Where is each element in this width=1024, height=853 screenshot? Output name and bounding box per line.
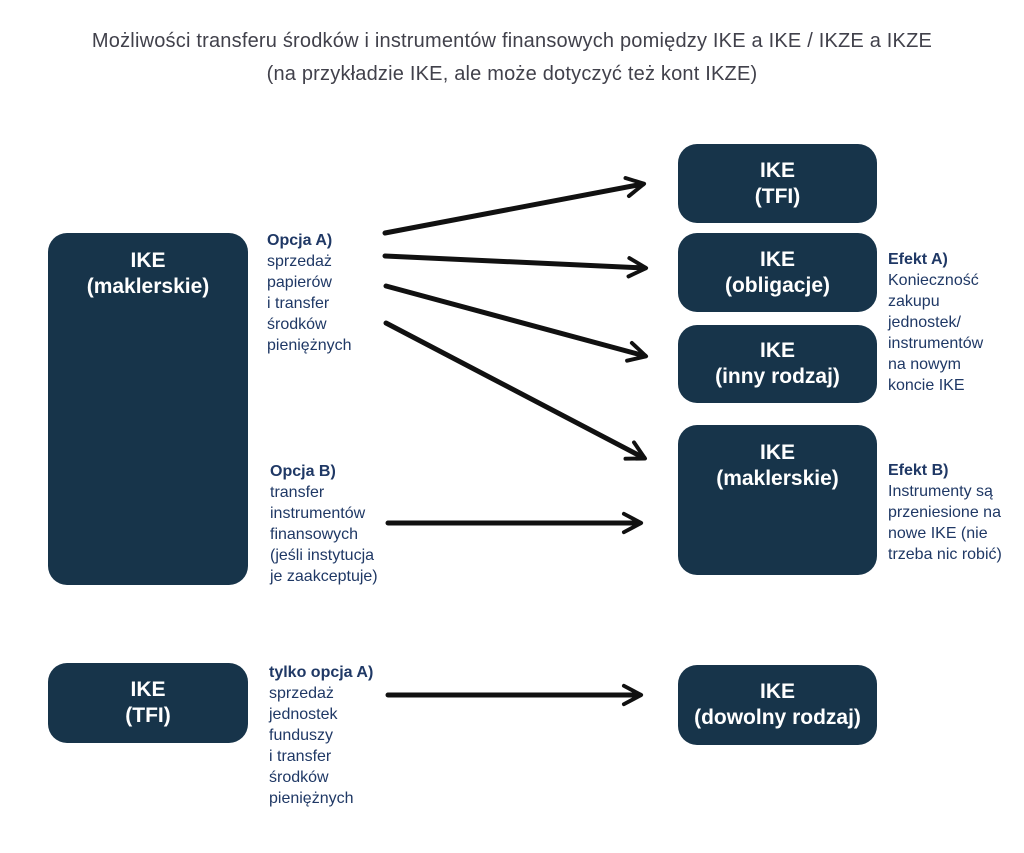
box-label-line: IKE: [130, 249, 166, 272]
node-target-ike-inny-rodzaj: IKE (inny rodzaj): [678, 325, 877, 403]
node-source-ike-tfi: IKE (TFI): [48, 663, 248, 743]
note-line: je zaakceptuje): [270, 568, 378, 585]
note-efekt-a: Efekt A) Konieczność zakupu jednostek/ i…: [888, 249, 983, 396]
note-line: jednostek/: [888, 314, 961, 331]
box-label-line: IKE: [759, 158, 795, 182]
note-line: zakupu: [888, 293, 940, 310]
box-label-line: IKE: [759, 247, 795, 271]
note-line: papierów: [267, 274, 332, 291]
arrow-opcja-a-to-tfi: [382, 176, 647, 236]
box-label-line: (maklerskie): [86, 275, 210, 298]
arrow-opcja-a-to-obligacje: [382, 253, 649, 279]
note-opcja-b: Opcja B) transfer instrumentów finansowy…: [270, 461, 378, 587]
diagram-title: Możliwości transferu środków i instrumen…: [91, 30, 933, 52]
box-label-line: (TFI): [754, 184, 801, 208]
note-heading: Efekt B): [888, 462, 949, 479]
note-line: Konieczność: [888, 272, 979, 289]
note-line: trzeba nic robić): [888, 546, 1002, 563]
box-label-line: (inny rodzaj): [715, 365, 840, 388]
note-line: koncie IKE: [888, 377, 965, 394]
note-line: i transfer: [267, 295, 330, 312]
note-heading: tylko opcja A): [269, 664, 374, 681]
box-label-line: IKE: [759, 680, 795, 703]
node-target-ike-obligacje: IKE (obligacje): [678, 233, 877, 312]
arrow-opcja-a-to-maklerskie: [383, 320, 647, 461]
note-line: instrumentów: [270, 505, 366, 522]
note-line: jednostek: [269, 706, 338, 723]
box-label-line: IKE: [759, 441, 795, 464]
note-line: sprzedaż: [267, 253, 332, 270]
note-efekt-b: Efekt B) Instrumenty są przeniesione na …: [888, 460, 1002, 565]
note-line: transfer: [270, 484, 325, 501]
diagram-subtitle: (na przykładzie IKE, ale może dotyczyć t…: [266, 63, 758, 85]
note-opcja-a: Opcja A) sprzedaż papierów i transfer śr…: [267, 230, 352, 356]
node-source-ike-maklerskie: IKE (maklerskie): [48, 233, 248, 585]
note-line: środków: [267, 316, 327, 333]
note-line: (jeśli instytucja: [270, 547, 375, 564]
note-heading: Efekt A): [888, 251, 948, 268]
node-target-ike-dowolny-rodzaj: IKE (dowolny rodzaj): [678, 665, 877, 745]
box-label-line: (TFI): [125, 704, 171, 727]
note-heading: Opcja A): [267, 232, 333, 249]
note-line: środków: [269, 769, 329, 786]
note-line: instrumentów: [888, 335, 984, 352]
note-line: pieniężnych: [269, 790, 354, 807]
note-line: przeniesione na: [888, 504, 1001, 521]
note-heading: Opcja B): [270, 463, 336, 480]
note-line: pieniężnych: [267, 337, 352, 354]
node-target-ike-tfi: IKE (TFI): [678, 144, 877, 223]
box-label-line: IKE: [130, 678, 166, 701]
node-target-ike-maklerskie: IKE (maklerskie): [678, 425, 877, 575]
note-line: Instrumenty są: [888, 483, 993, 500]
note-line: na nowym: [888, 356, 961, 373]
note-line: i transfer: [269, 748, 332, 765]
box-label-line: IKE: [759, 339, 795, 362]
note-line: funduszy: [269, 727, 334, 744]
arrow-opcja-a-to-inny-rodzaj: [383, 283, 649, 363]
box-label-line: (dowolny rodzaj): [694, 706, 861, 729]
box-label-line: (maklerskie): [716, 467, 839, 490]
note-line: nowe IKE (nie: [888, 525, 988, 542]
note-line: finansowych: [270, 526, 359, 543]
note-line: sprzedaż: [269, 685, 334, 702]
note-tylko-opcja-a: tylko opcja A) sprzedaż jednostek fundus…: [269, 662, 373, 809]
box-label-line: (obligacje): [724, 273, 830, 297]
